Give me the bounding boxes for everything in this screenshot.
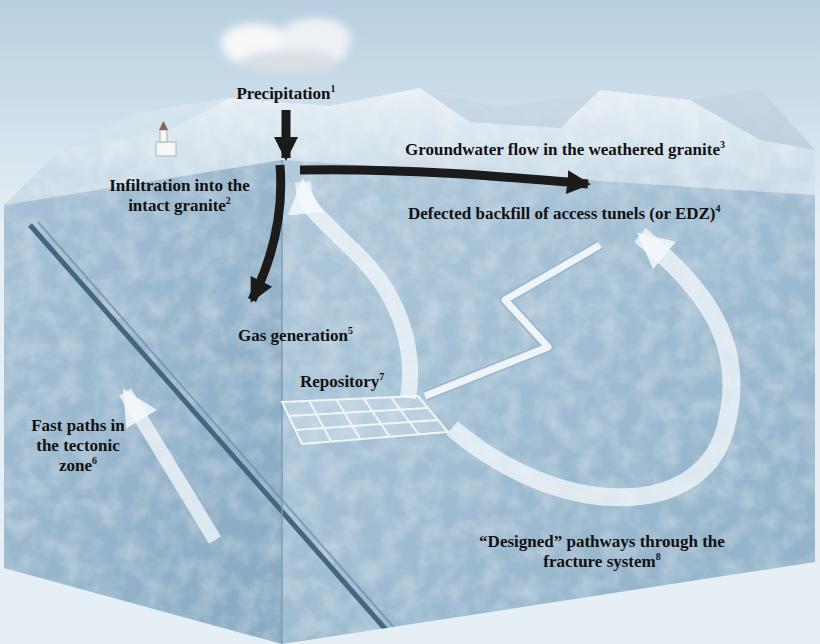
infiltration-arrow — [252, 165, 281, 300]
process-label: Fast paths in the tectonic zone — [31, 416, 125, 475]
cloud-part — [240, 50, 340, 74]
callout-number: 2 — [226, 195, 231, 206]
repository-outline — [282, 396, 448, 444]
repository-line — [295, 420, 438, 430]
precipitation-arrow — [282, 110, 291, 158]
hill-shade — [420, 88, 600, 128]
church-body — [156, 142, 176, 156]
process-label: Groundwater flow in the weathered granit… — [405, 140, 720, 159]
callout-number: 6 — [92, 455, 97, 466]
callout-number: 3 — [720, 139, 725, 150]
process-label: “Designed” pathways through the fracture… — [479, 532, 725, 571]
hill-shade — [60, 98, 230, 150]
label-group: Repository7 — [300, 372, 384, 392]
church-spire — [159, 121, 168, 130]
process-label: Gas generation — [238, 326, 348, 345]
callout-number: 8 — [656, 551, 661, 562]
repository-line — [364, 398, 390, 436]
label-group: Defected backfill of access tunels (or E… — [408, 204, 813, 224]
callout-number: 4 — [716, 203, 721, 214]
cloud — [221, 18, 351, 74]
repository-line — [289, 408, 428, 416]
process-label: Precipitation — [236, 84, 330, 103]
church — [156, 121, 176, 156]
callout-number: 1 — [331, 83, 336, 94]
access-tunnel-edge — [425, 245, 600, 396]
fast-path-arrow — [125, 392, 215, 540]
label-group: “Designed” pathways through the fracture… — [462, 532, 742, 572]
repository-line — [391, 397, 419, 434]
church-tower — [160, 130, 167, 142]
callout-number: 5 — [348, 325, 353, 336]
access-tunnel — [425, 245, 600, 396]
repository-line — [336, 400, 360, 440]
repository-grid — [282, 396, 448, 444]
gas-arrow — [303, 182, 410, 398]
process-label: Repository — [300, 372, 379, 391]
label-group: Fast paths in the tectonic zone6 — [22, 416, 134, 476]
label-group: Infiltration into the intact granite2 — [92, 176, 267, 216]
process-label: Defected backfill of access tunels (or E… — [408, 204, 716, 223]
groundwater-arrow — [300, 170, 588, 184]
label-group: Groundwater flow in the weathered granit… — [405, 140, 805, 160]
callout-number: 7 — [379, 371, 384, 382]
repository-line — [309, 401, 331, 442]
label-group: Precipitation1 — [196, 84, 376, 104]
designed-pathway-arrow — [452, 235, 732, 497]
label-group: Gas generation5 — [238, 326, 353, 346]
